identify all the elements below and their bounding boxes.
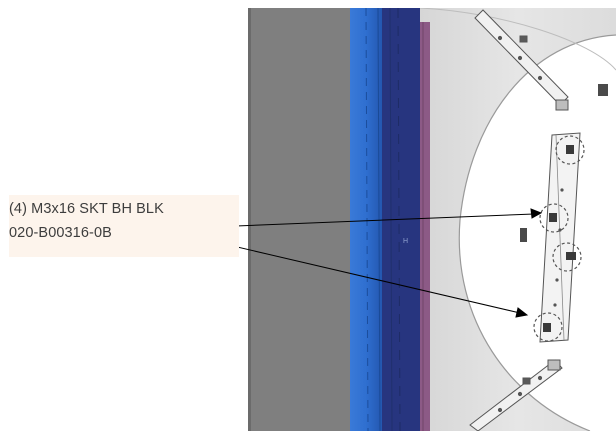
purple-strip	[420, 22, 430, 431]
svg-text:H: H	[403, 238, 408, 245]
fastener-part-number: 020-B00316-0B	[9, 225, 112, 241]
mounting-plate	[539, 132, 581, 343]
lower-bracket	[469, 359, 563, 431]
fastener-quantity-spec: (4) M3x16 SKT BH BLK	[9, 201, 164, 217]
gray-wall	[248, 8, 354, 431]
fastener-detail-circle	[533, 135, 585, 342]
upper-bracket	[474, 9, 569, 111]
fastener-detail-circle-3	[552, 242, 582, 272]
fastener-detail-circle-4	[533, 312, 563, 342]
fastener-detail-circle-2	[539, 203, 569, 233]
mounting-ring	[420, 8, 616, 431]
fastener-detail-circle-1	[555, 135, 585, 165]
fastener-callout: (4) M3x16 SKT BH BLK 020-B00316-0B	[9, 195, 239, 257]
